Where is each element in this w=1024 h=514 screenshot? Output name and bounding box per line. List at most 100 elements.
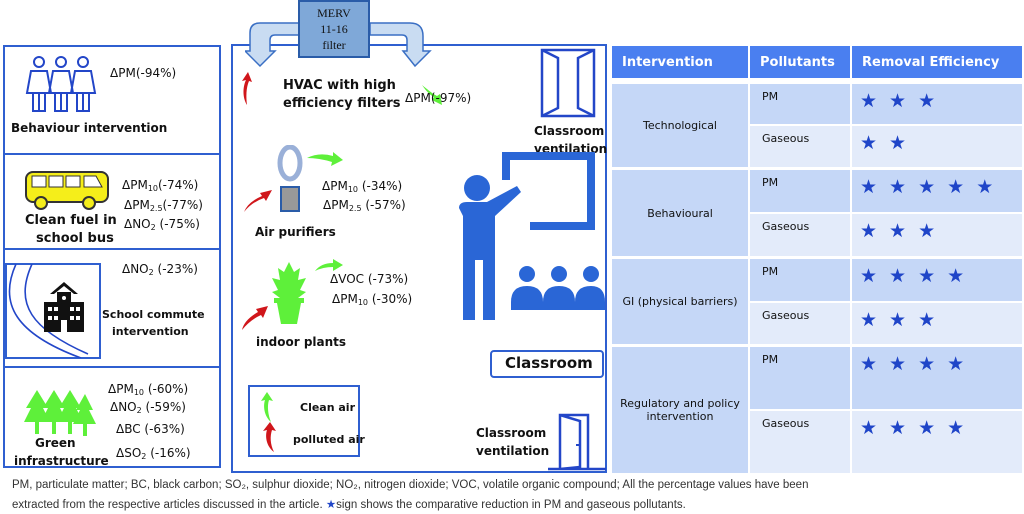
door-icon [548, 413, 606, 471]
star-icon: ★ [918, 353, 948, 375]
star-icon: ★ [918, 220, 948, 242]
classroom-label: Classroom [505, 354, 593, 372]
clean-air-arrow-icon [422, 85, 442, 105]
star-icon: ★ [889, 90, 919, 112]
star-icon: ★ [860, 176, 890, 198]
intervention-cell: Regulatory and policy intervention [612, 347, 748, 473]
green-effect: ΔBC (-63%) [116, 422, 185, 436]
purifier-effect: ΔPM10 (-34%) [322, 179, 403, 194]
pollutant-cell: PM [750, 170, 850, 212]
green-label: infrastructure [14, 454, 109, 468]
star-icon: ★ [889, 220, 919, 242]
star-icon: ★ [889, 309, 919, 331]
indoor-plant-icon [272, 262, 306, 324]
legend [248, 385, 360, 457]
filter-label: MERV [317, 6, 351, 20]
purifier-label: Air purifiers [255, 225, 336, 239]
star-icon: ★ [860, 220, 890, 242]
star-icon: ★ [860, 417, 890, 439]
bus-effect: ΔNO2 (-75%) [124, 217, 200, 232]
star-icon: ★ [947, 176, 977, 198]
star-icon: ★ [976, 176, 1006, 198]
efficiency-stars: ★★★★★ [852, 170, 1022, 212]
pollutant-cell: PM [750, 84, 850, 124]
star-icon: ★ [889, 132, 919, 154]
plants-effect: ΔPM10 (-30%) [332, 292, 413, 307]
polluted-air-arrow-icon [244, 190, 272, 212]
star-icon: ★ [860, 265, 890, 287]
star-icon: ★ [918, 417, 948, 439]
commute-label: School commute [102, 308, 205, 321]
star-icon: ★ [889, 353, 919, 375]
star-icon: ★ [325, 499, 337, 511]
clean-air-arrow-icon [315, 259, 343, 271]
trees-icon [24, 390, 96, 436]
star-icon: ★ [860, 353, 890, 375]
green-panel [3, 366, 221, 468]
filter-label: filter [322, 38, 346, 52]
polluted-air-arrow-icon [242, 72, 252, 105]
pollutant-cell: Gaseous [750, 411, 850, 473]
green-effect: ΔSO2 (-16%) [116, 446, 191, 461]
star-icon: ★ [889, 265, 919, 287]
table-header: Intervention [612, 46, 748, 78]
star-icon: ★ [860, 132, 890, 154]
efficiency-stars: ★★★★ [852, 411, 1022, 473]
hvac-ducts [245, 22, 432, 68]
school-icon [44, 282, 84, 332]
road-icon [8, 264, 89, 358]
behaviour-effect: ΔPM(-94%) [110, 66, 177, 80]
people-icon [25, 56, 97, 112]
plants-label: indoor plants [256, 335, 347, 349]
hvac-label: HVAC with high [283, 78, 396, 93]
commute-label: intervention [112, 325, 189, 338]
bus-icon [25, 171, 109, 210]
pollutant-cell: Gaseous [750, 303, 850, 344]
polluted-air-legend-icon [263, 422, 276, 452]
efficiency-stars: ★★ [852, 126, 1022, 167]
footnote-line-1: PM, particulate matter; BC, black carbon… [12, 479, 809, 491]
star-icon: ★ [947, 353, 977, 375]
efficiency-stars: ★★★ [852, 303, 1022, 344]
green-effect: ΔPM10 (-60%) [108, 382, 189, 397]
star-icon: ★ [860, 90, 890, 112]
efficiency-stars: ★★★★ [852, 347, 1022, 409]
star-icon: ★ [889, 417, 919, 439]
plants-effect: ΔVOC (-73%) [330, 272, 409, 286]
commute-effect: ΔNO2 (-23%) [122, 262, 198, 277]
filter-label: 11-16 [320, 22, 348, 36]
star-icon: ★ [918, 90, 948, 112]
ventilation-bottom-label: Classroom [476, 426, 547, 440]
purifier-effect: ΔPM2.5 (-57%) [323, 198, 406, 213]
table-header: Removal Efficiency [852, 46, 1022, 78]
star-icon: ★ [918, 265, 948, 287]
bus-label: Clean fuel in [25, 213, 117, 228]
efficiency-stars: ★★★ [852, 214, 1022, 256]
ventilation-top-label: Classroom [534, 124, 605, 138]
polluted-air-arrow-icon [242, 306, 268, 330]
green-label: Green [35, 436, 76, 450]
behaviour-label: Behaviour intervention [11, 121, 168, 135]
intervention-cell: Behavioural [612, 170, 748, 256]
intervention-cell: Technological [612, 84, 748, 167]
star-icon: ★ [947, 265, 977, 287]
bus-effect: ΔPM10(-74%) [122, 178, 199, 193]
star-icon: ★ [889, 176, 919, 198]
green-effect: ΔNO2 (-59%) [110, 400, 186, 415]
efficiency-stars: ★★★ [852, 84, 1022, 124]
footnote-text: extracted from the respective articles d… [12, 499, 326, 511]
teacher-icon [459, 152, 605, 320]
pollutant-cell: Gaseous [750, 214, 850, 256]
star-icon: ★ [918, 309, 948, 331]
star-icon: ★ [860, 309, 890, 331]
efficiency-stars: ★★★★ [852, 259, 1022, 301]
hvac-effect: ΔPM(-97%) [405, 91, 472, 105]
classroom-label-box [490, 350, 604, 378]
footnote-line-2: extracted from the respective articles d… [12, 497, 686, 511]
commute-map [5, 263, 101, 359]
clean-air-legend-icon [261, 392, 273, 422]
hvac-label: efficiency filters [283, 96, 401, 111]
merv-filter: MERV 11-16 filter [298, 0, 370, 58]
star-icon: ★ [918, 176, 948, 198]
pollutant-cell: PM [750, 347, 850, 409]
